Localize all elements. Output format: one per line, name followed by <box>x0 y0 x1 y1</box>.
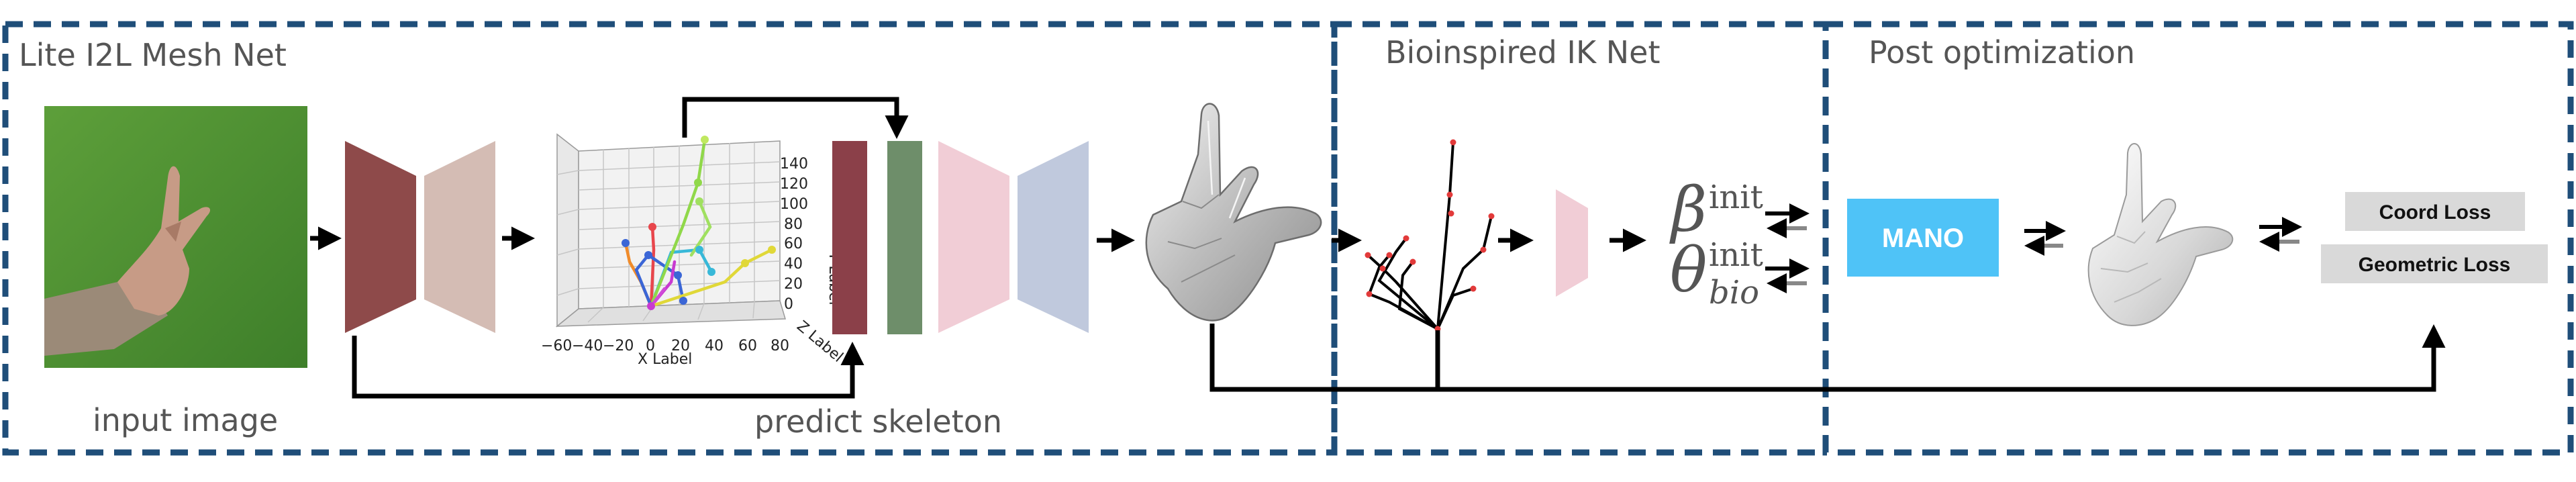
arrow-to-losses <box>1209 324 2446 392</box>
beta-init-sup: init <box>1709 179 1763 216</box>
y-tick: 40 <box>784 256 803 273</box>
y-tick: 0 <box>784 296 793 313</box>
loss-exchange-arrows <box>2259 217 2302 252</box>
x-tick: 60 <box>738 338 757 354</box>
hand-mesh-optimized <box>2087 143 2234 326</box>
section-borders <box>2 21 2574 456</box>
arrow-skip-top <box>682 97 909 139</box>
mano-exchange-arrows <box>2024 221 2066 256</box>
x-tick: −60 <box>541 338 572 354</box>
theta-bio-sub: bio <box>1709 274 1759 311</box>
post-opt-title: Post optimization <box>1869 34 2135 70</box>
x-tick: 40 <box>705 338 724 354</box>
param-exchange-arrows <box>1765 203 1810 293</box>
x-tick: 80 <box>771 338 789 354</box>
y-tick: 60 <box>784 236 803 252</box>
predict-skeleton-caption: predict skeleton <box>754 403 1002 440</box>
x-tick: 0 <box>646 338 655 354</box>
mano-box <box>1847 199 1999 277</box>
mano-label: MANO <box>1882 224 1964 253</box>
skeleton-plot: 0 20 40 60 80 100 120 140 Y Label −60 −4… <box>541 133 846 368</box>
ik-joints <box>1365 139 1495 332</box>
x-tick: −40 <box>572 338 603 354</box>
mesh-net-border <box>2 21 1338 456</box>
arrow-skip-bottom <box>352 336 864 399</box>
beta-symbol: β <box>1669 174 1707 246</box>
feature-bar-green <box>887 141 922 334</box>
mesh-net-title: Lite I2L Mesh Net <box>19 37 287 73</box>
geometric-loss-box <box>2321 244 2548 283</box>
input-image-caption: input image <box>93 402 278 438</box>
encoder-block-2 <box>424 141 495 333</box>
theta-init-sup: init <box>1709 236 1763 274</box>
y-tick: 120 <box>780 176 808 193</box>
hand-mesh-initial <box>1145 103 1322 322</box>
theta-symbol: θ <box>1670 234 1707 306</box>
coord-loss-box <box>2345 192 2525 231</box>
decoder-block-2 <box>1018 141 1089 333</box>
y-tick: 20 <box>784 276 803 293</box>
encoder-block-1 <box>345 141 416 333</box>
plot-x-ticks: −60 −40 −20 0 20 40 60 80 <box>541 338 789 354</box>
x-tick: −20 <box>603 338 634 354</box>
plot-x-label: X Label <box>638 351 692 368</box>
decoder-block-1 <box>938 141 1009 333</box>
y-tick: 100 <box>780 196 808 213</box>
ik-block <box>1556 189 1588 297</box>
ik-skeleton <box>1367 142 1493 330</box>
ik-net-title: Bioinspired IK Net <box>1385 34 1661 70</box>
skeleton-joints <box>622 136 776 310</box>
plot-y-ticks: 0 20 40 60 80 100 120 140 <box>780 156 808 313</box>
init-parameters: β init θ init bio <box>1669 174 1763 311</box>
geometric-loss-label: Geometric Loss <box>2359 254 2511 276</box>
feature-bar-red <box>832 141 867 334</box>
y-tick: 140 <box>780 156 808 173</box>
input-image <box>44 106 307 368</box>
y-tick: 80 <box>784 216 803 233</box>
post-opt-border <box>1822 21 2574 456</box>
ik-net-border <box>1331 21 1829 456</box>
coord-loss-label: Coord Loss <box>2379 201 2491 224</box>
x-tick: 20 <box>671 338 690 354</box>
